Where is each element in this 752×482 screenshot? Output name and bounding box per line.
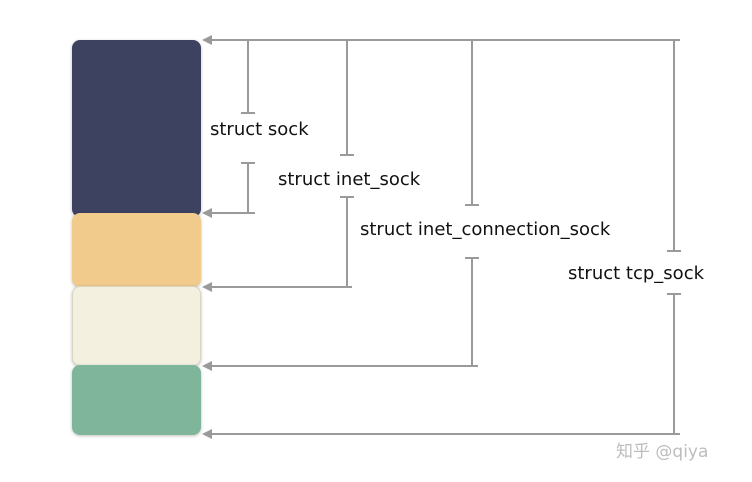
struct-inet-sock-label: struct inet_sock <box>278 169 421 191</box>
watermark: 知乎 @qiya <box>616 442 709 462</box>
struct-inet-connection-sock-label: struct inet_connection_sock <box>360 219 611 241</box>
struct-tcp-sock-label: struct tcp_sock <box>568 263 705 285</box>
sock-block <box>72 40 201 217</box>
inet-connection-sock-block <box>72 286 201 366</box>
struct-sock-label: struct sock <box>210 119 309 141</box>
tcp-sock-block <box>72 365 201 435</box>
inet-sock-block <box>72 213 201 287</box>
